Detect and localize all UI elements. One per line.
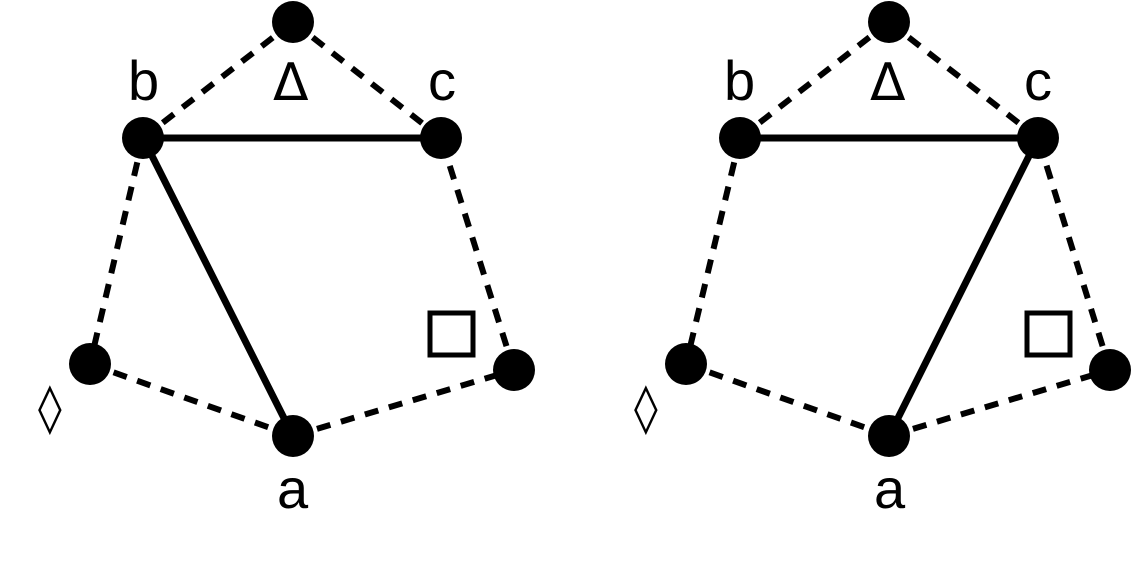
left-label-b: b [128,49,159,112]
right-node-top [868,1,910,43]
left-dashed-edges [87,19,517,439]
right-square-symbol [1024,310,1073,358]
left-dashed-edge-right-c [438,137,517,371]
right-dashed-edge-top-c [887,19,1040,141]
left-dashed-edge-b-top [141,19,295,141]
right-solid-edge-c-a [885,134,1042,440]
right-nodes [665,1,1131,457]
right-label-c: c [1024,49,1052,112]
right-triangle-symbol: Δ [870,53,906,113]
left-solid-edge-b-a [139,134,297,440]
right-diamond-symbol: ◊ [634,380,658,436]
right-label-b: b [724,49,755,112]
right-dashed-edge-right-c [1035,137,1113,371]
right-node-b [719,117,761,159]
left-dashed-edge-b-left [87,137,146,365]
panel-left: b c a Δ ◊ [38,1,535,520]
left-square-symbol [427,310,476,358]
left-label-a: a [277,457,309,520]
right-dashed-edge-left-a [684,361,891,439]
right-node-c [1017,117,1059,159]
right-solid-edges [736,134,1042,440]
left-node-right [493,349,535,391]
left-diamond-symbol: ◊ [38,380,62,436]
left-dashed-edge-a-right [292,367,515,439]
left-node-left [69,343,111,385]
left-triangle-symbol: Δ [273,53,309,113]
right-dashed-edges [683,19,1113,439]
left-node-a [272,415,314,457]
left-node-b [122,117,164,159]
right-node-right [1089,349,1131,391]
right-dashed-edge-b-top [738,19,891,141]
right-label-a: a [874,457,906,520]
left-dashed-edge-left-a [88,361,295,439]
left-node-top [272,1,314,43]
left-node-c [420,117,462,159]
left-nodes [69,1,535,457]
right-node-a [868,415,910,457]
panel-right: b c a Δ ◊ [634,1,1131,520]
left-dashed-edge-top-c [291,19,443,141]
left-solid-edges [139,134,445,440]
left-label-c: c [428,49,456,112]
right-dashed-edge-b-left [683,137,743,365]
right-dashed-edge-a-right [888,367,1111,439]
right-node-left [665,343,707,385]
